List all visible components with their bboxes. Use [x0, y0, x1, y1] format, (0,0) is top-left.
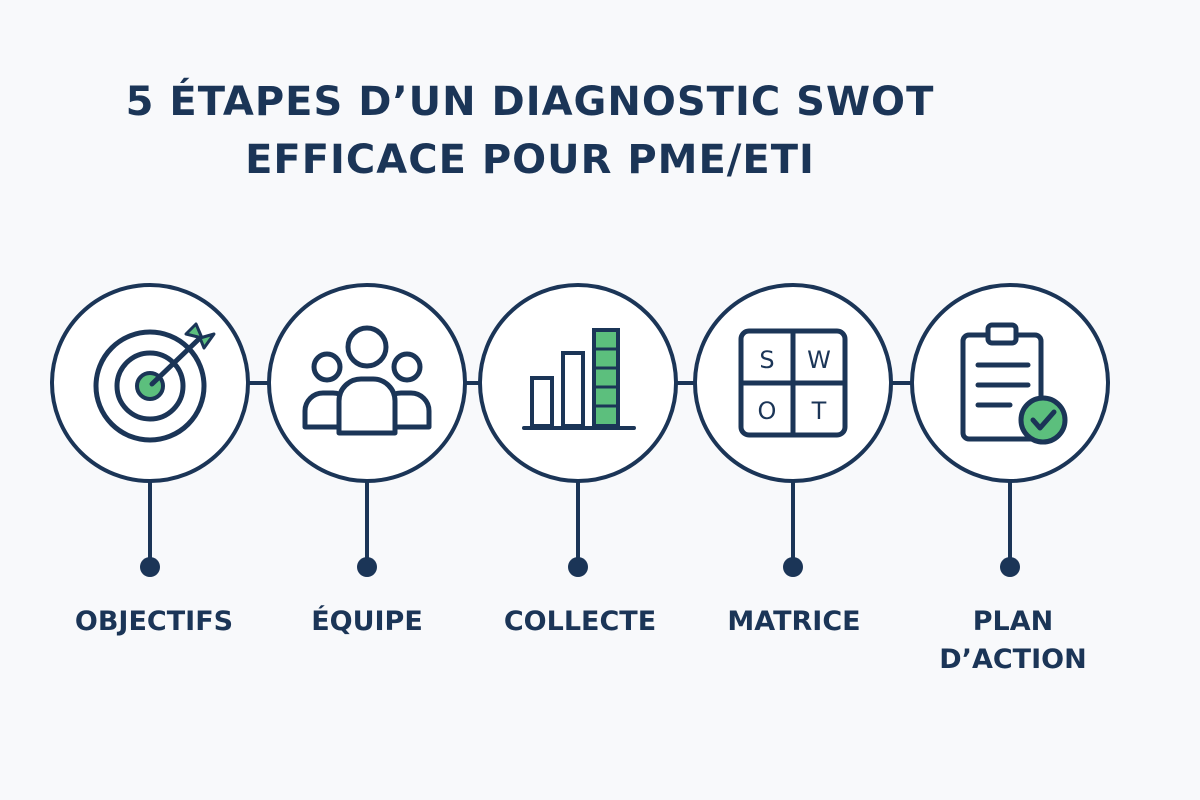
step-equipe	[267, 283, 467, 577]
step-label-equipe: ÉQUIPE	[257, 603, 477, 641]
swot-matrix-icon: S W O T	[738, 328, 848, 438]
team-icon	[302, 325, 432, 436]
page-title-line-2: EFFICACE POUR PME/ETI	[245, 137, 815, 183]
step-label-line: D’ACTION	[939, 644, 1087, 675]
step-end-dot	[568, 557, 588, 577]
step-label-plan-action: PLAN D’ACTION	[903, 603, 1123, 679]
step-label-collecte: COLLECTE	[470, 603, 690, 641]
step-label-line: COLLECTE	[503, 606, 657, 637]
swot-letter-w: W	[807, 346, 831, 374]
step-end-dot	[140, 557, 160, 577]
step-label-objectifs: OBJECTIFS	[44, 603, 264, 641]
step-end-dot	[1000, 557, 1020, 577]
step-end-dot	[783, 557, 803, 577]
step-end-dot	[357, 557, 377, 577]
page-title-line-1: 5 ÉTAPES D’UN DIAGNOSTIC SWOT	[125, 79, 935, 125]
swot-letter-s: S	[759, 346, 774, 374]
clipboard-check-icon	[960, 322, 1068, 445]
swot-letter-o: O	[758, 397, 777, 425]
step-label-line: ÉQUIPE	[311, 606, 423, 637]
step-matrice: S W O T	[693, 283, 893, 577]
step-label-line: OBJECTIFS	[74, 606, 234, 637]
step-plan-action	[910, 283, 1110, 577]
step-objectifs	[50, 283, 250, 577]
step-label-line: MATRICE	[727, 606, 861, 637]
swot-letter-t: T	[811, 397, 827, 425]
bar-chart-icon	[522, 328, 636, 430]
step-collecte	[478, 283, 678, 577]
step-label-matrice: MATRICE	[684, 603, 904, 641]
target-icon	[93, 322, 216, 443]
step-label-line: PLAN	[972, 606, 1054, 637]
